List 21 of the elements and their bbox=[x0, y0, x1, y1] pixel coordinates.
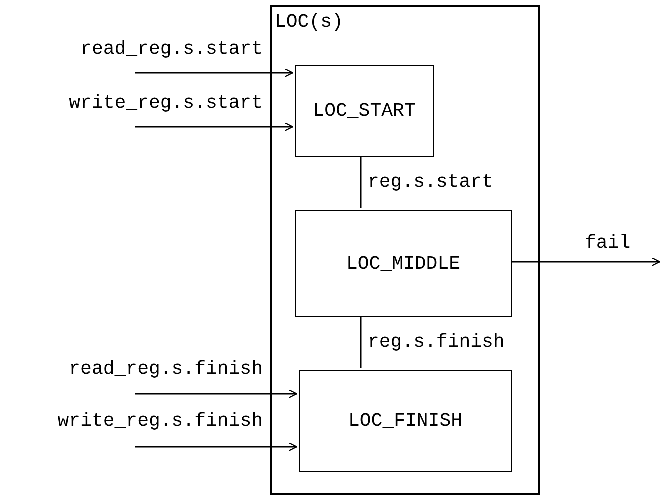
signal-label: write_reg.s.start bbox=[69, 92, 263, 114]
signal-label: read_reg.s.start bbox=[80, 38, 263, 60]
signal-arrow bbox=[135, 442, 298, 452]
signal-arrow bbox=[135, 68, 294, 78]
signal-label: write_reg.s.finish bbox=[58, 410, 263, 432]
connector-line bbox=[360, 155, 362, 208]
process-box bbox=[295, 65, 434, 157]
signal-arrow bbox=[510, 257, 661, 267]
process-box bbox=[295, 210, 512, 317]
signal-arrow bbox=[135, 389, 298, 399]
signal-label: reg.s.start bbox=[368, 171, 494, 193]
container-title: LOC(s) bbox=[275, 11, 344, 33]
container-box bbox=[270, 5, 540, 495]
signal-label: reg.s.finish bbox=[368, 331, 505, 353]
signal-arrow bbox=[135, 122, 294, 132]
process-box bbox=[299, 370, 512, 472]
signal-label: read_reg.s.finish bbox=[69, 358, 263, 380]
box-label: LOC_FINISH bbox=[347, 410, 464, 432]
connector-line bbox=[360, 315, 362, 368]
box-label: LOC_START bbox=[312, 100, 417, 122]
box-label: LOC_MIDDLE bbox=[345, 252, 462, 274]
